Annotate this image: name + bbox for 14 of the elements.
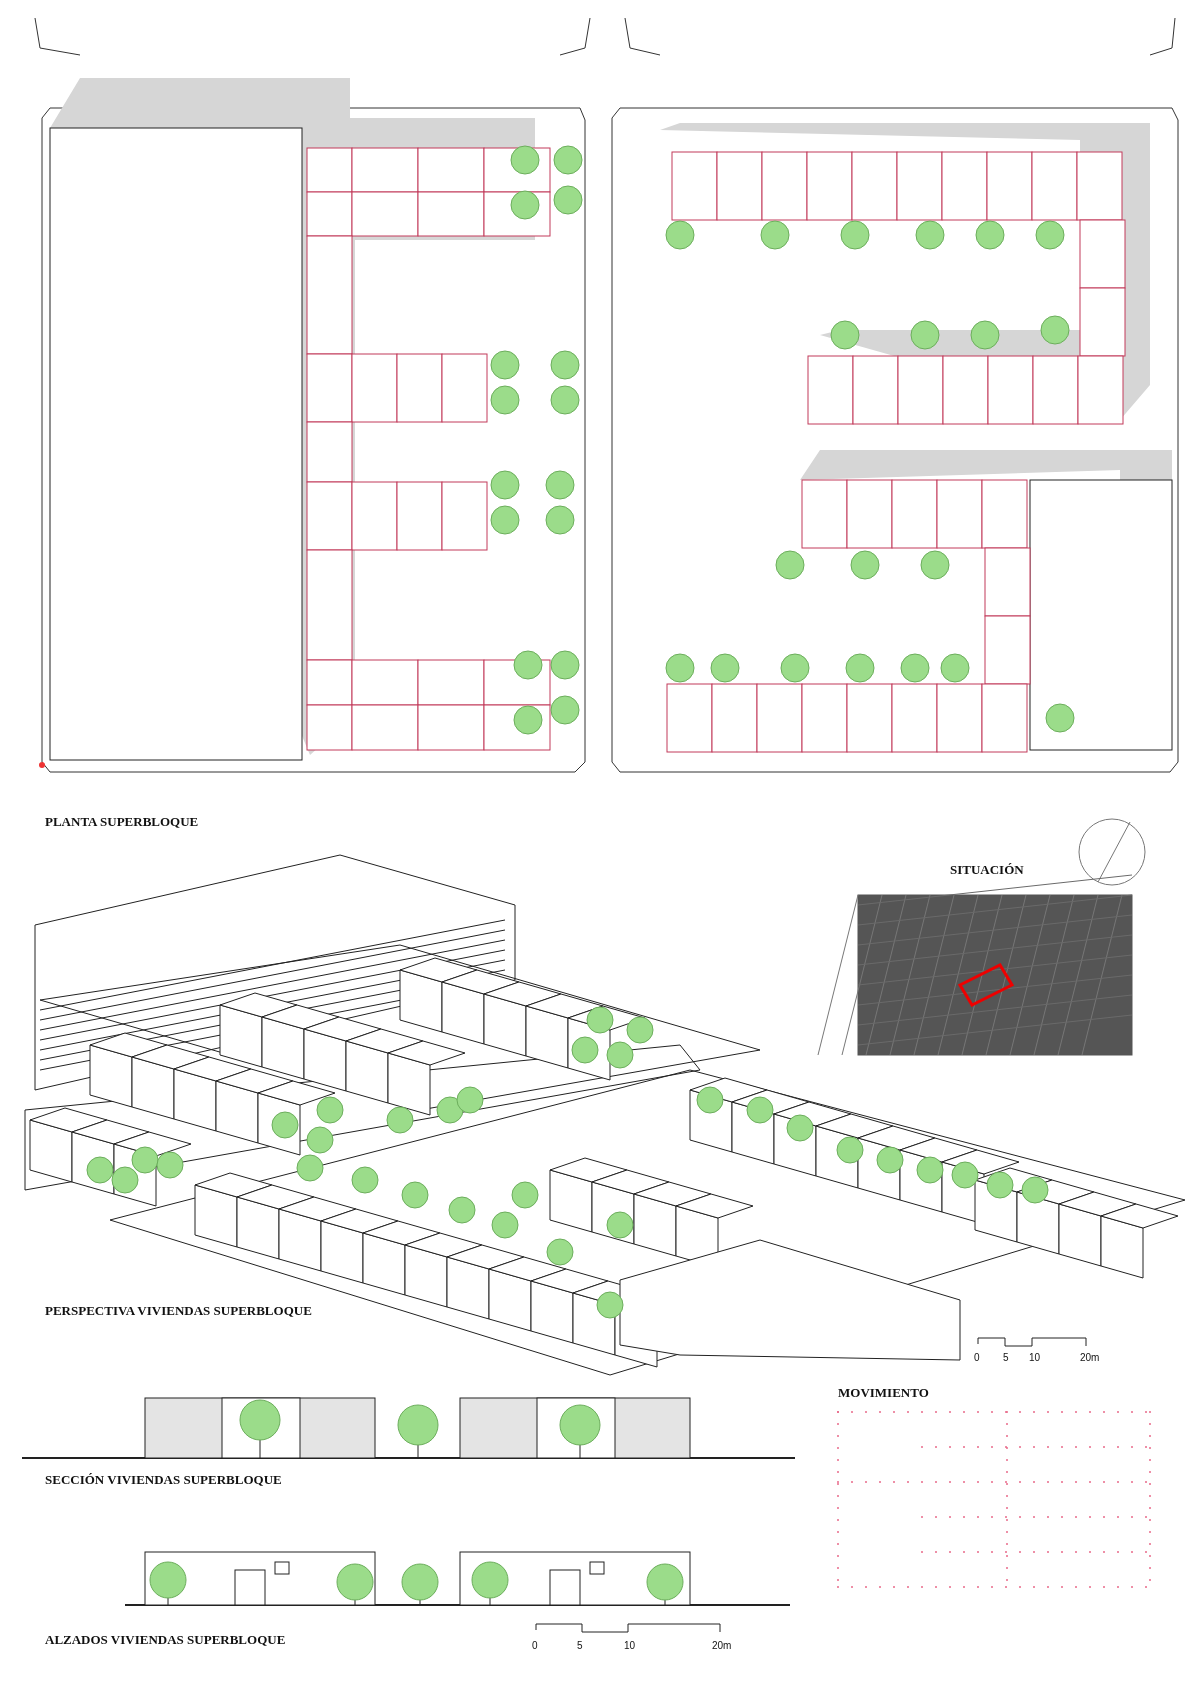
- scale-number: 0: [974, 1352, 980, 1363]
- drawing-title: SECCIÓN VIVIENDAS SUPERBLOQUE: [45, 1472, 282, 1488]
- scale-number: 20m: [1080, 1352, 1100, 1363]
- scale-number: 10: [1029, 1352, 1041, 1363]
- drawing-title: MOVIMIENTO: [838, 1385, 929, 1401]
- drawing-title: ALZADOS VIVIENDAS SUPERBLOQUE: [45, 1632, 286, 1648]
- scale-number: 5: [1003, 1352, 1009, 1363]
- scale-number: 5: [577, 1640, 583, 1651]
- scale-number: 20m: [712, 1640, 732, 1651]
- scale-number: 10: [624, 1640, 636, 1651]
- drawing-title: PERSPECTIVA VIVIENDAS SUPERBLOQUE: [45, 1303, 312, 1319]
- drawing-title: SITUACIÓN: [950, 862, 1024, 878]
- drawing-title: PLANTA SUPERBLOQUE: [45, 814, 199, 830]
- scale-number: 0: [532, 1640, 538, 1651]
